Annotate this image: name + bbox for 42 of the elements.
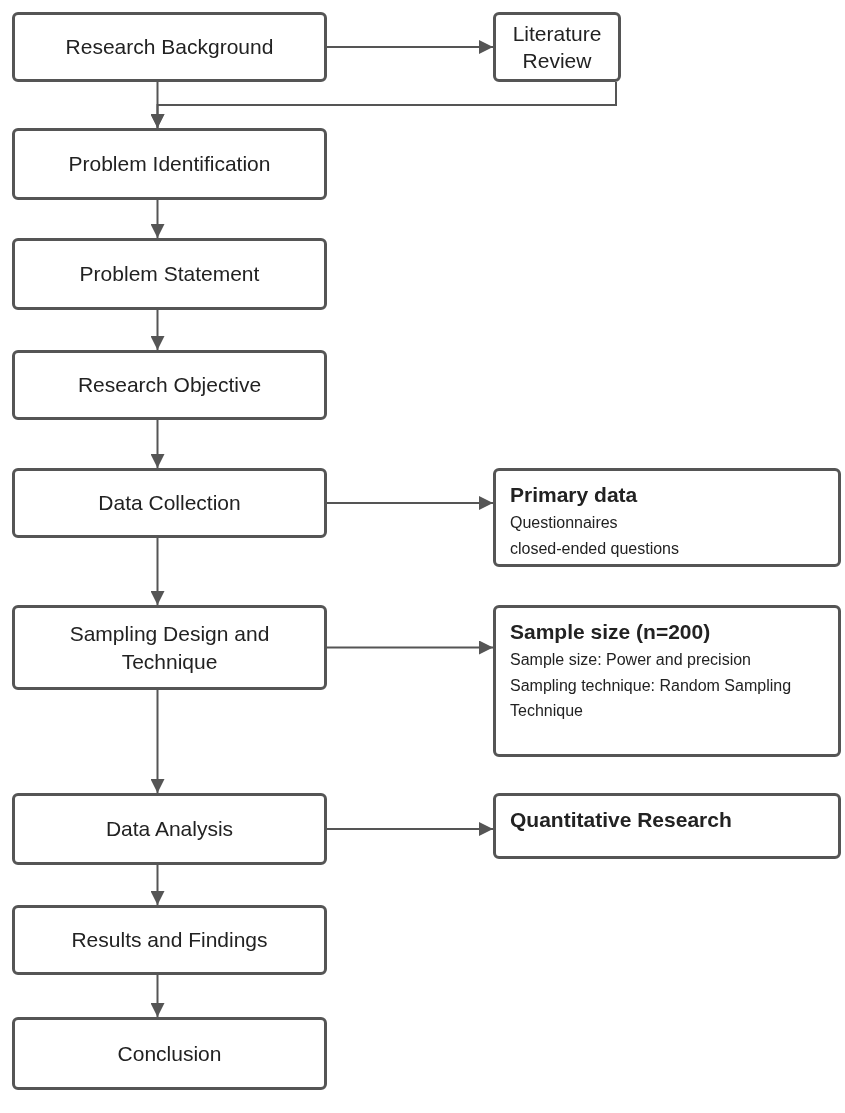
arrow [326,640,494,655]
box-label: Research Background [65,34,274,61]
note-heading: Sample size (n=200) [510,619,712,645]
note-box [493,605,841,757]
arrow [150,81,617,129]
box-label: Data Analysis [105,816,234,843]
note-box [493,793,841,859]
note-heading: Quantitative Research [510,807,733,833]
process-box [12,793,327,865]
arrow [150,199,165,239]
note-text: Sample size: Power and precision [510,650,752,671]
process-box [12,12,327,82]
box-label: Data Collection [98,490,241,517]
process-box [12,905,327,975]
note-box [493,468,841,567]
arrow [150,309,165,351]
note-text: closed-ended questions [510,538,680,559]
arrow [150,537,165,606]
note-heading: Primary data [510,482,639,508]
process-box [12,128,327,200]
process-box [12,350,327,420]
box-label: Problem Identification [68,151,271,178]
process-box [12,238,327,310]
arrow [150,419,165,469]
arrow [326,40,494,54]
note-text: Sampling technique: Random Sampling Technique [510,675,793,722]
process-box [12,1017,327,1090]
box-label: Conclusion [117,1040,222,1067]
box-label: Results and Findings [71,927,268,954]
arrow [326,496,494,510]
process-box [12,468,327,538]
process-box [493,12,621,82]
arrow [150,689,165,794]
arrow [150,974,165,1018]
arrow [326,822,494,836]
box-label: Sampling Design and Technique [68,621,271,675]
note-text: Questionnaires [510,513,619,534]
process-box [12,605,327,690]
box-label: Research Objective [77,372,262,399]
box-label: Literature Review [511,20,603,74]
box-label: Problem Statement [79,261,260,288]
arrow [150,864,165,906]
